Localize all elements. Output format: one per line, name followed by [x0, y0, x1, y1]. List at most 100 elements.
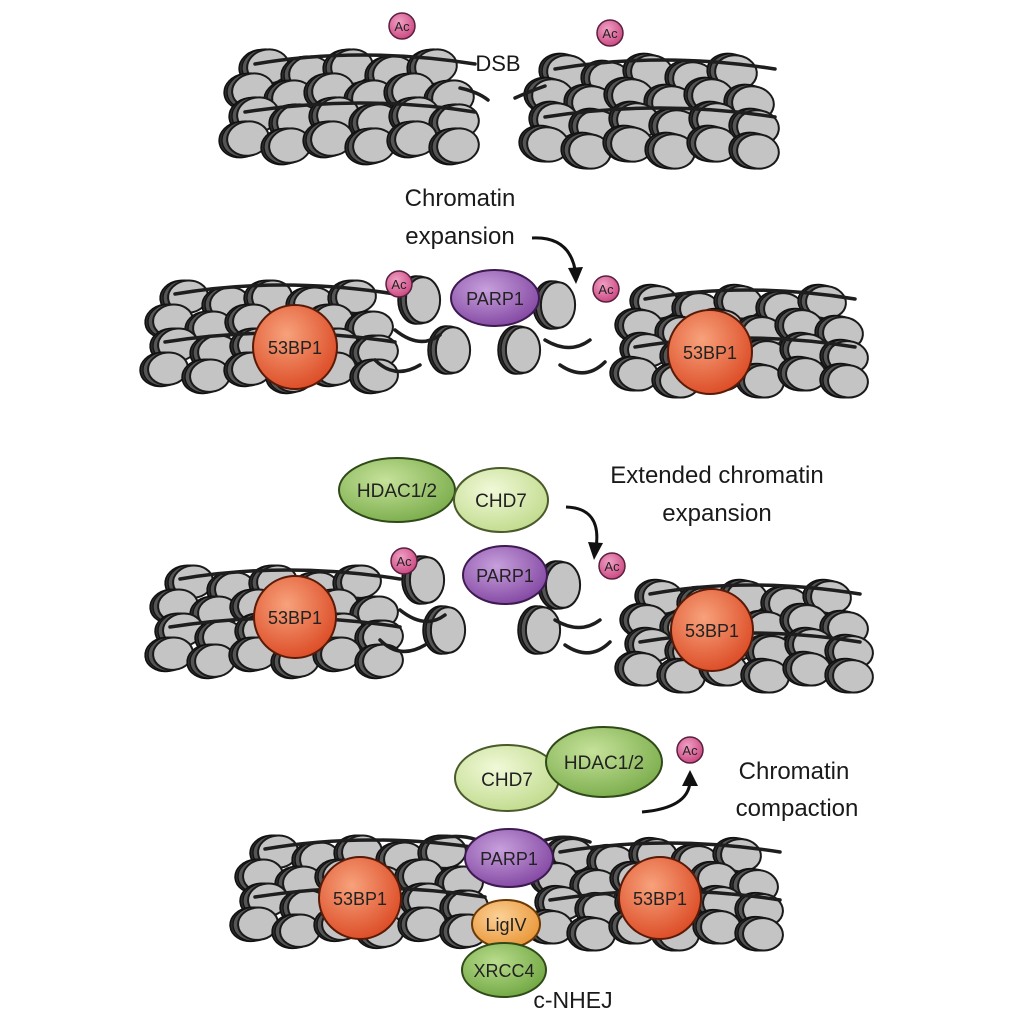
- ac-mark: Ac: [388, 12, 416, 40]
- linker-dna: [378, 638, 427, 654]
- chd7: CHD7: [454, 744, 560, 812]
- linker-dna: [513, 84, 547, 100]
- nucleosome: [782, 650, 832, 687]
- nucleosome: [228, 636, 278, 673]
- linker-dna: [563, 640, 612, 655]
- nucleosome: [428, 127, 480, 166]
- nucleosome: [566, 915, 616, 952]
- linker-dna: [398, 608, 447, 624]
- svg-text:XRCC4: XRCC4: [473, 961, 534, 981]
- parp1: PARP1: [462, 545, 548, 605]
- nucleosome: [728, 131, 780, 170]
- xrcc4: XRCC4: [461, 942, 547, 998]
- linker-dna: [643, 288, 857, 301]
- linker-dna: [648, 583, 862, 596]
- extended-arrow: [565, 505, 599, 549]
- ac-mark: Ac: [596, 19, 624, 47]
- ligiv: LigIV: [471, 899, 541, 949]
- svg-text:PARP1: PARP1: [476, 566, 534, 586]
- panel-4-compaction: CHD7 HDAC1/2 Ac Chromatin compaction PAR…: [318, 726, 859, 1013]
- hdac1-2: HDAC1/2: [338, 457, 456, 523]
- parp1: PARP1: [450, 269, 540, 327]
- nucleosome: [397, 906, 447, 943]
- svg-text:Ac: Ac: [396, 554, 412, 569]
- nucleosome: [234, 858, 284, 895]
- svg-text:PARP1: PARP1: [466, 289, 524, 309]
- svg-text:LigIV: LigIV: [485, 915, 526, 935]
- svg-text:Ac: Ac: [391, 277, 407, 292]
- nucleosome: [560, 131, 612, 170]
- nucleosome: [427, 325, 472, 375]
- chromatin-expansion-label-line1: Chromatin: [405, 185, 516, 212]
- nucleosome: [686, 124, 738, 163]
- linker-dna: [553, 618, 602, 630]
- 53bp1: 53BP1: [670, 588, 754, 672]
- 53bp1: 53BP1: [253, 575, 337, 659]
- svg-text:HDAC1/2: HDAC1/2: [357, 481, 437, 502]
- nucleosome: [229, 906, 279, 943]
- nucleosome: [186, 643, 236, 680]
- linker-dna: [373, 358, 422, 374]
- svg-text:HDAC1/2: HDAC1/2: [564, 753, 644, 774]
- nucleosome: [386, 120, 438, 159]
- svg-text:53BP1: 53BP1: [633, 889, 687, 909]
- linker-dna: [543, 338, 592, 350]
- c-nhej-label: c-NHEJ: [533, 987, 612, 1013]
- linker-dna: [558, 360, 607, 375]
- nucleosome: [777, 355, 827, 392]
- nucleosome: [354, 643, 404, 680]
- nucleosome: [271, 913, 321, 950]
- nucleosome: [537, 560, 582, 610]
- extended-expansion-label-line2: expansion: [662, 500, 771, 527]
- parp1: PARP1: [464, 828, 554, 888]
- chromatin-expansion-label-line2: expansion: [405, 223, 514, 250]
- chromatin-compaction-label-line1: Chromatin: [739, 758, 850, 785]
- linker-dna: [173, 283, 397, 296]
- linker-dna: [253, 53, 477, 66]
- nucleosome: [517, 605, 562, 655]
- linker-dna: [553, 58, 777, 71]
- svg-text:53BP1: 53BP1: [268, 608, 322, 628]
- nucleosome: [181, 358, 231, 395]
- nucleosome: [144, 636, 194, 673]
- panel-2-expansion: PARP1 53BP1 53BP1 Ac Ac: [252, 269, 753, 395]
- arrow-head: [568, 267, 583, 284]
- linker-dna: [393, 328, 442, 344]
- nucleosome: [819, 362, 869, 399]
- nucleosome: [532, 280, 577, 330]
- nucleosome: [734, 915, 784, 952]
- svg-text:Ac: Ac: [604, 559, 620, 574]
- panel-3-extended-expansion: HDAC1/2 CHD7 Extended chromatin expansio…: [253, 457, 824, 672]
- svg-text:53BP1: 53BP1: [333, 889, 387, 909]
- linker-dna: [558, 841, 782, 854]
- arrow-head: [588, 542, 603, 560]
- nucleosome: [518, 124, 570, 163]
- nucleosome: [497, 325, 542, 375]
- compaction-arrow: [641, 781, 692, 814]
- nucleosome: [609, 355, 659, 392]
- linker-dna: [178, 568, 402, 581]
- ac-mark: Ac: [390, 547, 418, 575]
- svg-text:Ac: Ac: [598, 282, 614, 297]
- svg-text:CHD7: CHD7: [481, 770, 533, 791]
- svg-text:53BP1: 53BP1: [268, 338, 322, 358]
- arrow-head: [682, 770, 698, 786]
- nucleosome: [260, 127, 312, 166]
- svg-text:Ac: Ac: [394, 19, 410, 34]
- 53bp1: 53BP1: [252, 304, 338, 390]
- svg-text:PARP1: PARP1: [480, 849, 538, 869]
- extended-expansion-label-line1: Extended chromatin: [610, 462, 823, 489]
- ac-mark: Ac: [676, 736, 704, 764]
- nucleosome-clusters: [139, 48, 874, 952]
- ac-mark: Ac: [385, 270, 413, 298]
- nucleosome: [735, 362, 785, 399]
- svg-text:Ac: Ac: [602, 26, 618, 41]
- linker-dna: [458, 86, 490, 102]
- ac-mark: Ac: [592, 275, 620, 303]
- svg-text:53BP1: 53BP1: [683, 343, 737, 363]
- 53bp1: 53BP1: [667, 309, 753, 395]
- chromatin-compaction-label-line2: compaction: [736, 795, 859, 822]
- linker-dna: [243, 101, 477, 114]
- nucleosome: [302, 120, 354, 159]
